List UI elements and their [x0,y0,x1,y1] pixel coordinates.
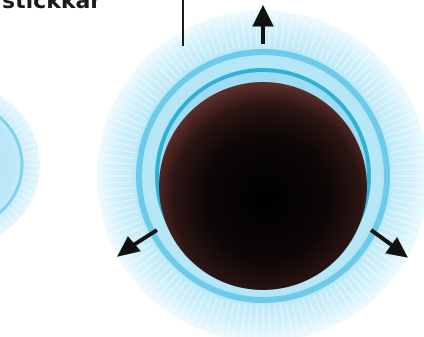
label-text: stickkar [2,0,101,14]
core [159,82,367,290]
left-cell [0,85,40,245]
main-cell [97,10,424,337]
